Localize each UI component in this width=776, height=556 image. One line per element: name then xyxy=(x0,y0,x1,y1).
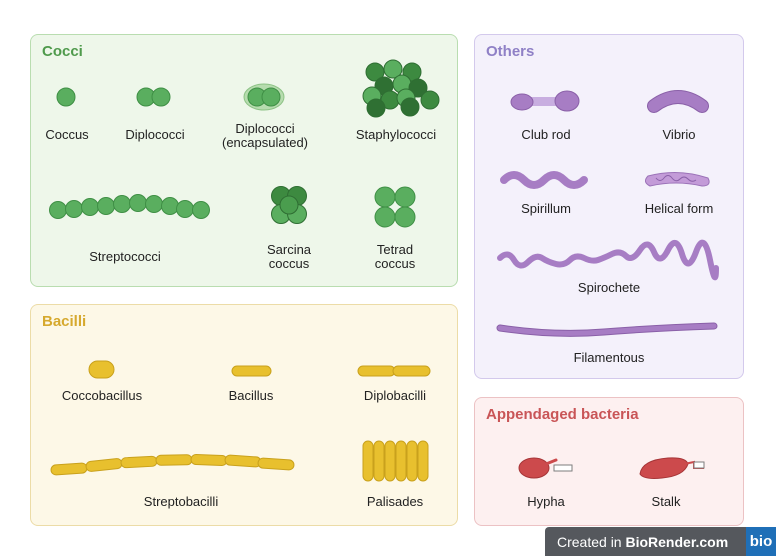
sarcina-coccus-illustration xyxy=(271,186,307,224)
sarcina-label-line2: coccus xyxy=(268,256,310,271)
tetrad-coccus-illustration xyxy=(374,186,416,228)
hypha-illustration xyxy=(518,457,573,479)
spirillum-illustration xyxy=(500,171,588,189)
streptobacilli-label: Streptobacilli xyxy=(143,494,219,509)
bacillus-illustration xyxy=(231,365,272,377)
coccobacillus-label: Coccobacillus xyxy=(61,388,143,403)
streptococci-label: Streptococci xyxy=(89,249,161,264)
vibrio-label: Vibrio xyxy=(662,127,696,142)
bacilli-panel: Bacilli xyxy=(30,304,458,526)
cocci-panel: Cocci xyxy=(30,34,458,287)
staphylococci-illustration xyxy=(362,59,440,118)
stalk-illustration xyxy=(639,457,705,479)
diplococci-encapsulated-illustration xyxy=(243,83,285,111)
bacillus-label: Bacillus xyxy=(228,388,274,403)
staphylococci-label: Staphylococci xyxy=(355,127,437,142)
coccobacillus-illustration xyxy=(88,360,115,379)
stalk-label: Stalk xyxy=(651,494,681,509)
palisades-label: Palisades xyxy=(366,494,424,509)
diplococci-label: Diplococci xyxy=(125,127,185,142)
biorender-credit: Created in BioRender.com xyxy=(557,534,728,550)
coccus-label: Coccus xyxy=(45,127,89,142)
others-title: Others xyxy=(486,43,535,60)
diplococci-illustration xyxy=(136,87,171,107)
bacilli-title: Bacilli xyxy=(42,313,87,330)
diplobacilli-illustration xyxy=(357,365,431,377)
vibrio-illustration xyxy=(647,90,709,113)
others-panel: Others xyxy=(474,34,744,379)
club-rod-illustration xyxy=(510,90,580,112)
streptobacilli-illustration xyxy=(50,454,295,476)
credit-prefix: Created in xyxy=(557,534,622,550)
helical-form-label: Helical form xyxy=(644,201,714,216)
cocci-title: Cocci xyxy=(42,43,83,60)
diplococci-encapsulated-label-line1: Diplococci xyxy=(235,121,295,136)
club-rod-label: Club rod xyxy=(521,127,571,142)
tetrad-label-line2: coccus xyxy=(374,256,416,271)
streptococci-illustration xyxy=(49,194,210,219)
diplococci-encapsulated-label-line2: (encapsulated) xyxy=(222,135,308,150)
tetrad-label-line1: Tetrad xyxy=(376,242,414,257)
diplococci-encapsulated-label: Diplococci (encapsulated) xyxy=(222,122,308,150)
coccus-illustration xyxy=(56,87,76,107)
tetrad-coccus-label: Tetrad coccus xyxy=(375,243,415,271)
palisades-illustration xyxy=(362,440,429,482)
spirochete-illustration xyxy=(497,239,719,281)
sarcina-label-line1: Sarcina xyxy=(266,242,312,257)
credit-brand: BioRender.com xyxy=(625,534,729,550)
biorender-badge[interactable]: Created in BioRender.com bio xyxy=(545,527,776,556)
diplobacilli-label: Diplobacilli xyxy=(363,388,427,403)
appendaged-title: Appendaged bacteria xyxy=(486,406,639,423)
spirochete-label: Spirochete xyxy=(577,280,641,295)
filamentous-illustration xyxy=(496,322,718,337)
filamentous-label: Filamentous xyxy=(573,350,645,365)
helical-form-illustration xyxy=(644,172,710,187)
spirillum-label: Spirillum xyxy=(521,201,571,216)
sarcina-coccus-label: Sarcina coccus xyxy=(267,243,311,271)
hypha-label: Hypha xyxy=(527,494,565,509)
biorender-logo-icon: bio xyxy=(746,527,776,556)
